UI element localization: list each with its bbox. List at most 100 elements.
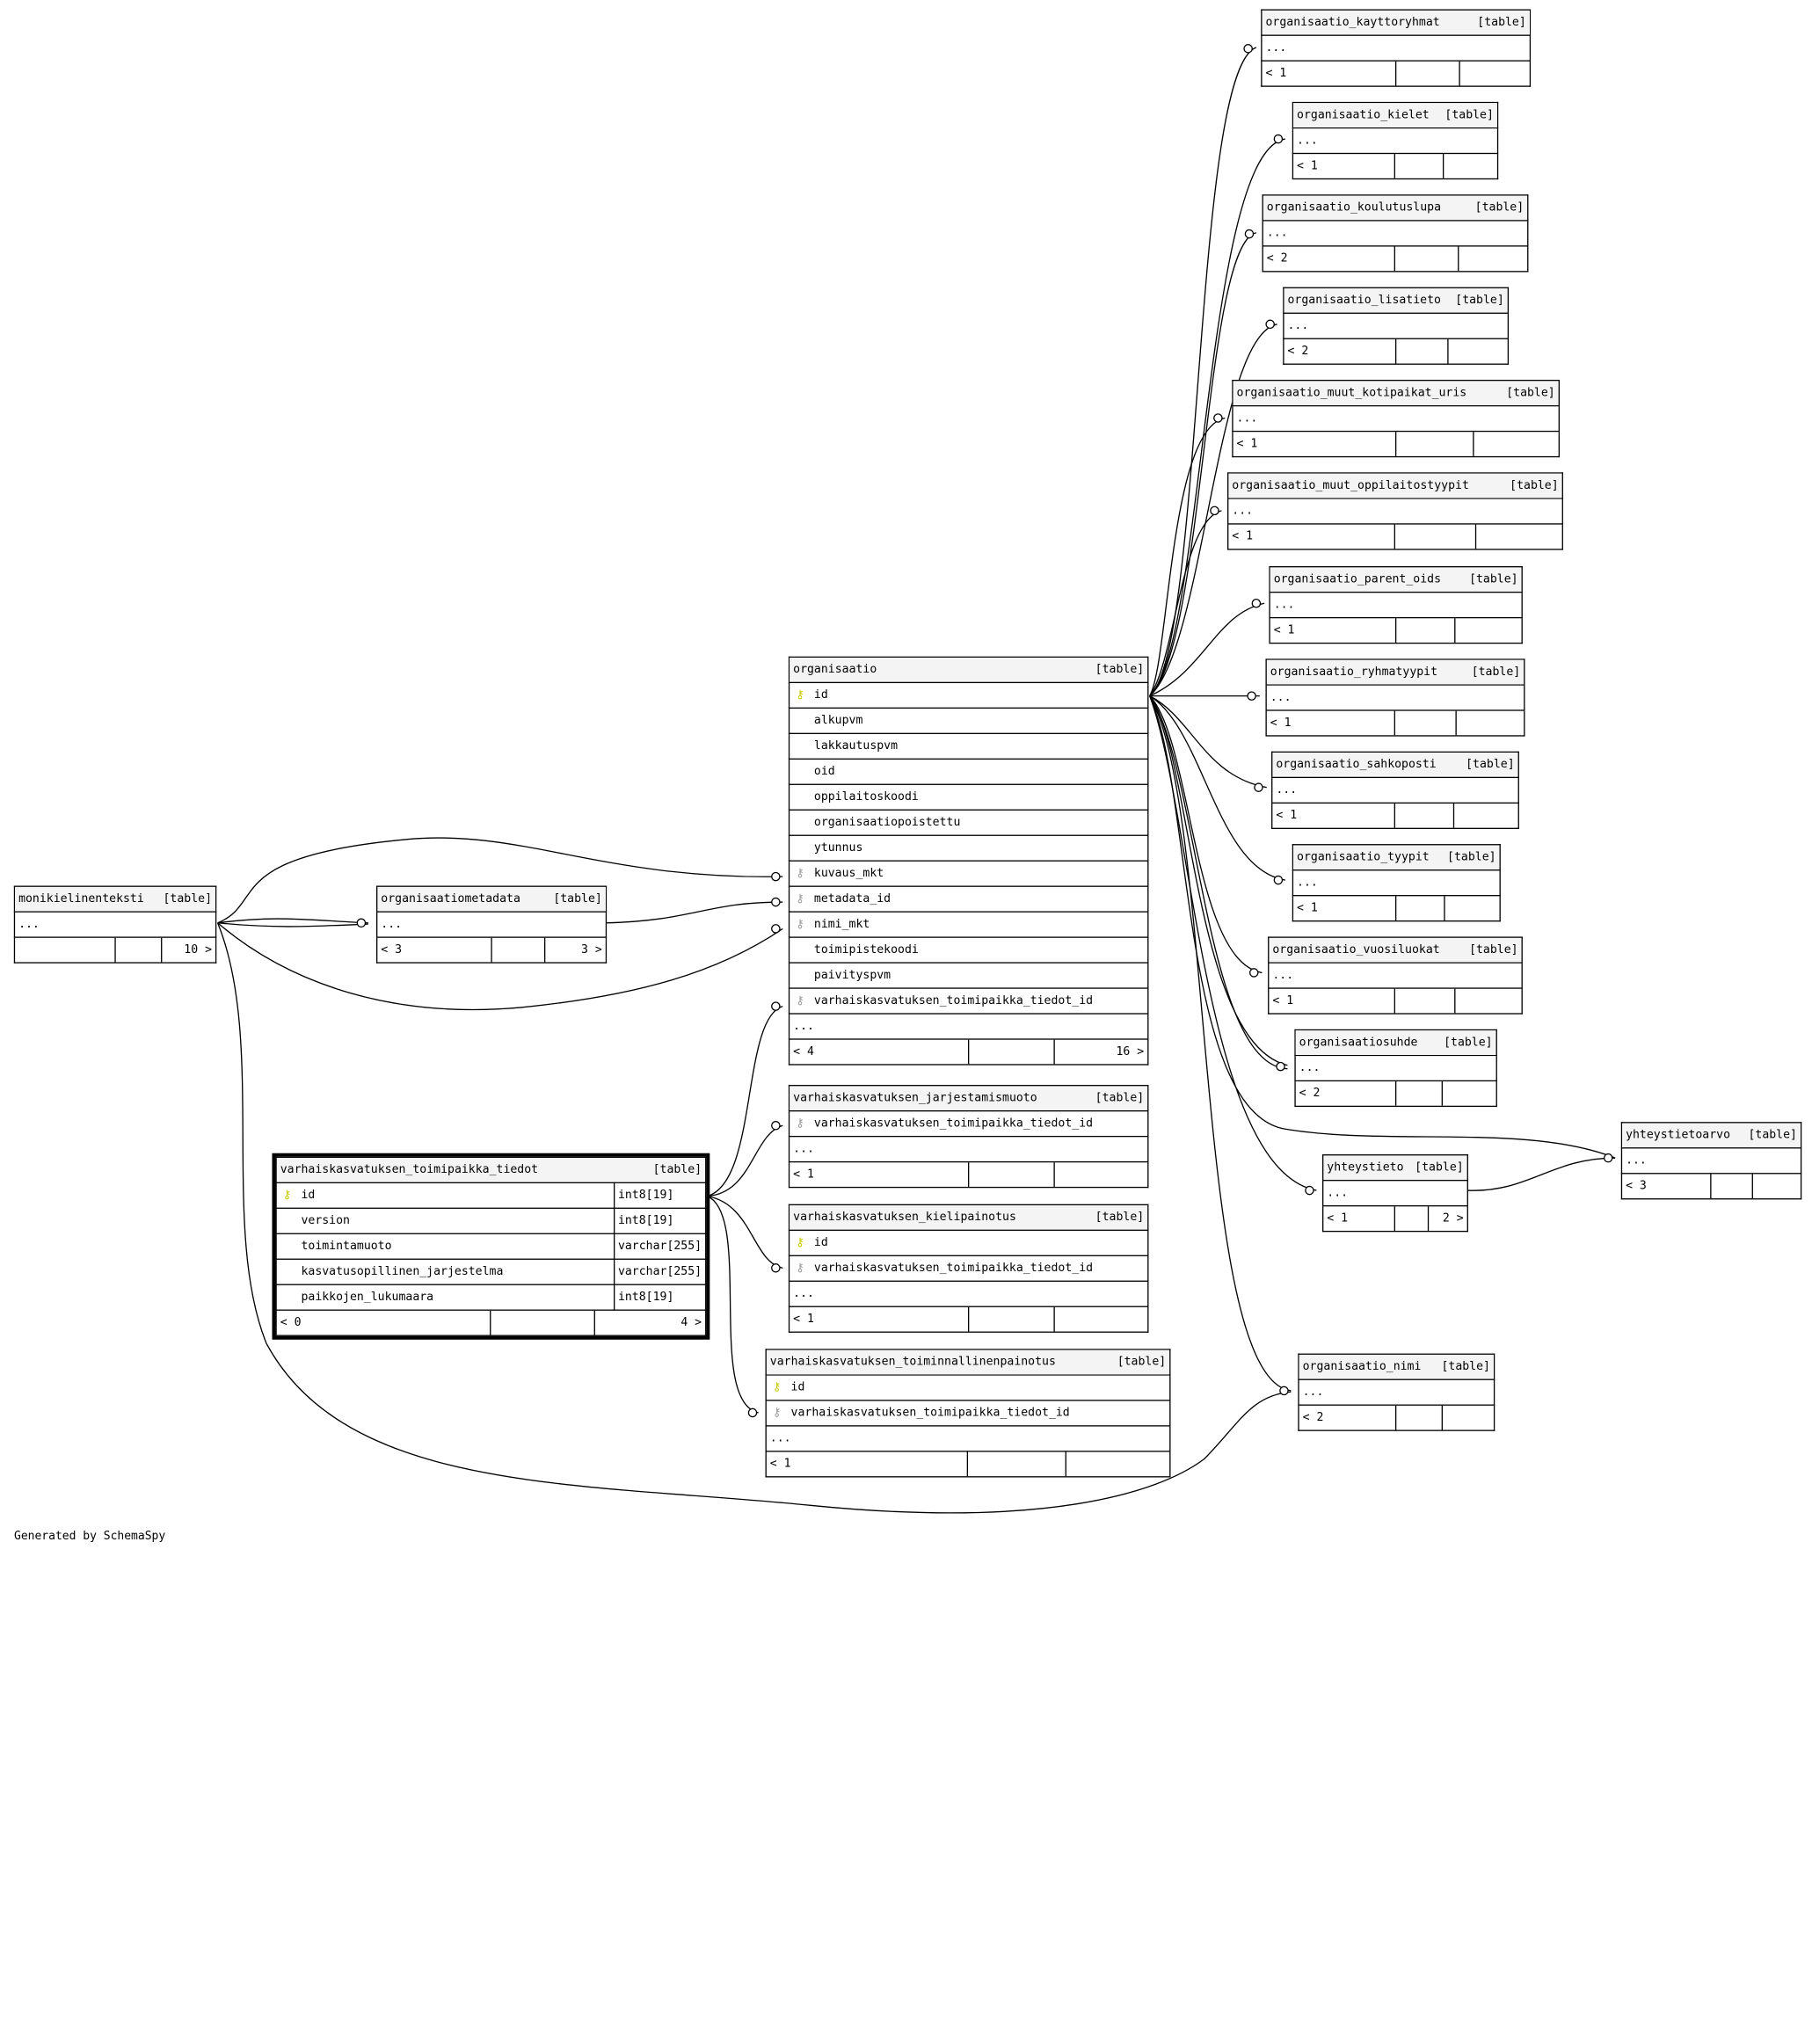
table-footer: < 1: [788, 1160, 1149, 1189]
column-row[interactable]: ⚷ varhaiskasvatuksen_toimipaikka_tiedot_…: [765, 1400, 1171, 1427]
column-row[interactable]: ⚷ id: [788, 681, 1149, 709]
column-row[interactable]: ⚷ kuvaus_mkt: [788, 860, 1149, 887]
table-yhteystietoarvo[interactable]: yhteystietoarvo[table]...< 3: [1620, 1122, 1802, 1200]
parents-count[interactable]: < 1: [1233, 432, 1396, 456]
children-count[interactable]: [1459, 62, 1529, 86]
children-count[interactable]: [1449, 339, 1508, 364]
parents-count[interactable]: < 3: [1622, 1174, 1712, 1199]
table-suhde[interactable]: organisaatiosuhde[table]...< 2: [1294, 1029, 1497, 1108]
table-footer: < 1: [1227, 523, 1563, 550]
table-name: organisaatiosuhde: [1299, 1036, 1418, 1050]
parents-count[interactable]: < 4: [790, 1039, 969, 1065]
parents-count[interactable]: < 3: [377, 937, 492, 963]
table-parent-oids[interactable]: organisaatio_parent_oids[table]...< 1: [1269, 566, 1523, 644]
parents-count[interactable]: < 1: [767, 1451, 969, 1477]
parents-count[interactable]: < 1: [1293, 154, 1395, 178]
table-tag: [table]: [652, 1163, 702, 1177]
children-count[interactable]: [1055, 1307, 1147, 1332]
table-tyypit[interactable]: organisaatio_tyypit[table]...< 1: [1292, 844, 1501, 922]
parents-count[interactable]: < 0: [277, 1310, 491, 1335]
children-count[interactable]: [1753, 1174, 1801, 1198]
children-count[interactable]: [1474, 432, 1559, 456]
parents-count[interactable]: [15, 937, 116, 963]
column-row[interactable]: ⚷ oppilaitoskoodi: [788, 783, 1149, 811]
column-row[interactable]: ⚷ organisaatiopoistettu: [788, 809, 1149, 836]
table-sahkoposti[interactable]: organisaatio_sahkoposti[table]...< 1: [1271, 751, 1519, 829]
children-count[interactable]: [1444, 154, 1497, 178]
table-toimipaikka-tiedot[interactable]: varhaiskasvatuksen_toimipaikka_tiedot[ta…: [272, 1153, 710, 1340]
table-toiminnallinenpainotus[interactable]: varhaiskasvatuksen_toiminnallinenpainotu…: [765, 1349, 1171, 1478]
children-count[interactable]: [1476, 525, 1562, 549]
table-kayttoryhmat[interactable]: organisaatio_kayttoryhmat[table]...< 1: [1261, 9, 1532, 87]
children-count[interactable]: 3 >: [581, 943, 602, 957]
more-columns-row: ...: [1271, 776, 1519, 804]
column-row[interactable]: ⚷ kasvatusopillinen_jarjestelmavarchar[2…: [275, 1258, 707, 1285]
parents-count[interactable]: < 1: [1272, 803, 1395, 828]
column-row[interactable]: ⚷ varhaiskasvatuksen_toimipaikka_tiedot_…: [788, 1110, 1149, 1138]
parents-count[interactable]: < 2: [1284, 338, 1396, 364]
column-row[interactable]: ⚷ metadata_id: [788, 885, 1149, 913]
children-count[interactable]: [1456, 618, 1522, 643]
column-row[interactable]: ⚷ nimi_mkt: [788, 911, 1149, 938]
table-footer: < 1: [788, 1306, 1149, 1333]
parents-count[interactable]: < 1: [1269, 988, 1395, 1014]
parents-count[interactable]: < 2: [1263, 246, 1395, 272]
column-row[interactable]: ⚷ varhaiskasvatuksen_toimipaikka_tiedot_…: [788, 1255, 1149, 1282]
more-columns: ...: [1292, 869, 1501, 897]
parents-count[interactable]: < 1: [1263, 61, 1396, 86]
parents-count[interactable]: < 1: [1267, 710, 1395, 736]
table-oppilaitostyypit[interactable]: organisaatio_muut_oppilaitostyypit[table…: [1227, 472, 1563, 550]
parents-count[interactable]: < 1: [790, 1306, 969, 1332]
children-count[interactable]: [1459, 247, 1527, 272]
column-row[interactable]: ⚷ alkupvm: [788, 707, 1149, 734]
children-count[interactable]: [1066, 1452, 1169, 1477]
table-ryhmatyypit[interactable]: organisaatio_ryhmatyypit[table]...< 1: [1265, 658, 1525, 737]
children-count[interactable]: [1443, 1081, 1495, 1106]
table-jarjestamismuoto[interactable]: varhaiskasvatuksen_jarjestamismuoto[tabl…: [788, 1085, 1149, 1189]
children-count[interactable]: 10 >: [184, 943, 213, 957]
table-name: organisaatio_sahkoposti: [1276, 758, 1437, 772]
children-count[interactable]: 4 >: [680, 1316, 702, 1329]
edge-suhde-1: [1149, 695, 1288, 1066]
children-count[interactable]: [1445, 896, 1500, 920]
parents-count[interactable]: < 2: [1299, 1405, 1397, 1430]
column-row[interactable]: ⚷ ytunnus: [788, 834, 1149, 862]
table-vuosiluokat[interactable]: organisaatio_vuosiluokat[table]...< 1: [1268, 936, 1523, 1015]
table-organisaatio-nimi[interactable]: organisaatio_nimi[table]...< 2: [1298, 1353, 1495, 1431]
table-koulutuslupa[interactable]: organisaatio_koulutuslupa[table]...< 2: [1262, 194, 1529, 273]
children-count[interactable]: 16 >: [1116, 1045, 1145, 1058]
column-row[interactable]: ⚷ id: [788, 1229, 1149, 1256]
column-row[interactable]: ⚷ toimipistekoodi: [788, 936, 1149, 964]
edge-kielet: [1149, 138, 1285, 697]
parents-count[interactable]: < 1: [1293, 896, 1397, 921]
parents-count[interactable]: < 1: [1270, 618, 1396, 643]
children-count[interactable]: [1455, 989, 1521, 1014]
column-row[interactable]: ⚷ id: [765, 1374, 1171, 1401]
children-count[interactable]: [1442, 1406, 1494, 1430]
children-count[interactable]: [1453, 804, 1517, 828]
more-columns-row: ...: [1232, 404, 1560, 433]
table-kotipaikat[interactable]: organisaatio_muut_kotipaikat_uris[table]…: [1232, 379, 1560, 458]
parents-count[interactable]: < 1: [1323, 1206, 1395, 1231]
table-kielipainotus[interactable]: varhaiskasvatuksen_kielipainotus[table]⚷…: [788, 1204, 1149, 1333]
table-monikielinenteksti[interactable]: monikielinenteksti[table]...10 >: [13, 885, 217, 964]
children-count[interactable]: [1055, 1162, 1147, 1187]
column-row[interactable]: ⚷ paivityspvm: [788, 962, 1149, 989]
table-kielet[interactable]: organisaatio_kielet[table]...< 1: [1292, 101, 1499, 180]
children-count[interactable]: 2 >: [1442, 1211, 1464, 1226]
parents-count[interactable]: < 1: [1228, 524, 1395, 549]
column-row[interactable]: ⚷ oid: [788, 758, 1149, 785]
column-row[interactable]: ⚷ varhaiskasvatuksen_toimipaikka_tiedot_…: [788, 987, 1149, 1015]
table-organisaatio[interactable]: organisaatio[table]⚷ id⚷ alkupvm⚷ lakkau…: [788, 656, 1149, 1066]
children-count[interactable]: [1457, 711, 1524, 736]
table-lisatieto[interactable]: organisaatio_lisatieto[table]...< 2: [1283, 287, 1510, 365]
parents-count[interactable]: < 2: [1296, 1081, 1396, 1106]
parents-count[interactable]: < 1: [790, 1162, 969, 1187]
column-row[interactable]: ⚷ lakkautuspvm: [788, 732, 1149, 760]
